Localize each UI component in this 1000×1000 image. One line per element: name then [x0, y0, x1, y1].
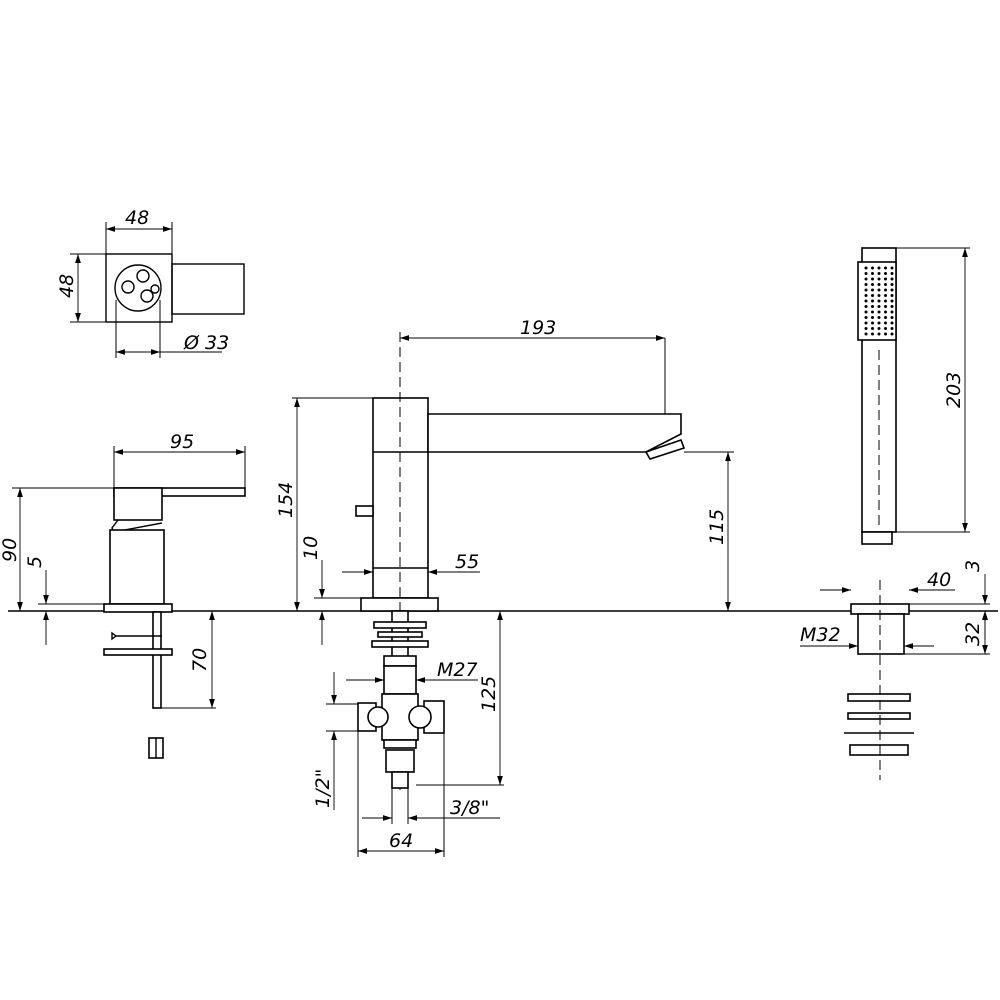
nozzle-dot [890, 310, 894, 314]
nozzle-dot [890, 332, 894, 336]
nozzle-dot [884, 272, 887, 275]
nozzle-dot [871, 332, 874, 336]
nozzle-dot [864, 294, 868, 297]
nozzle-dot [877, 294, 881, 297]
nozzle-dot [864, 266, 868, 270]
nozzle-dot [864, 283, 868, 286]
dim-spout-base: 10 [300, 536, 322, 560]
nozzle-dot [864, 327, 868, 330]
nozzle-dot [864, 299, 868, 303]
nozzle-dot [890, 327, 894, 330]
nozzle-dot [864, 332, 868, 336]
shower-nozzle-dots [864, 266, 894, 336]
handle-top-view: 48 48 Ø 33 [56, 207, 245, 358]
dim-holder-width: 40 [927, 569, 951, 591]
nozzle-dot [890, 277, 894, 281]
nozzle-dot [884, 299, 887, 303]
dim-top-diameter: Ø 33 [183, 332, 229, 354]
hand-shower-view: 203 [857, 247, 970, 545]
dim-holder-rim: 3 [962, 560, 984, 572]
nozzle-dot [884, 266, 887, 270]
nozzle-dot [864, 321, 868, 325]
nozzle-dot [884, 288, 887, 292]
nozzle-dot [864, 277, 868, 281]
nozzle-dot [864, 305, 868, 308]
spout-side-view: 193 154 10 55 115 M27 125 1/2" [275, 317, 734, 857]
nozzle-dot [890, 272, 894, 275]
nozzle-dot [877, 332, 881, 336]
nozzle-dot [890, 283, 894, 286]
dim-top-height: 48 [56, 274, 78, 298]
nozzle-dot [864, 288, 868, 292]
nozzle-dot [864, 272, 868, 275]
nozzle-dot [884, 277, 887, 281]
nozzle-dot [877, 305, 881, 308]
nozzle-dot [871, 327, 874, 330]
dim-lever-reach: 95 [170, 431, 194, 453]
nozzle-dot [877, 299, 881, 303]
dim-inlet-spacing: 64 [389, 830, 413, 852]
shower-holder-view: 40 3 M32 32 [800, 560, 990, 780]
nozzle-dot [871, 316, 874, 319]
nozzle-dot [884, 305, 887, 308]
dim-top-width: 48 [125, 207, 149, 229]
nozzle-dot [871, 266, 874, 270]
nozzle-dot [884, 321, 887, 325]
dim-shower-length: 203 [943, 372, 965, 408]
nozzle-dot [890, 266, 894, 270]
nozzle-dot [890, 321, 894, 325]
nozzle-dot [884, 327, 887, 330]
dim-lever-shank: 70 [189, 648, 211, 672]
nozzle-dot [877, 321, 881, 325]
nozzle-dot [864, 310, 868, 314]
dim-spout-reach: 193 [520, 317, 556, 339]
dim-holder-height: 32 [962, 622, 984, 646]
nozzle-dot [871, 299, 874, 303]
nozzle-dot [877, 316, 881, 319]
nozzle-dot [871, 288, 874, 292]
nozzle-dot [871, 277, 874, 281]
nozzle-dot [877, 272, 881, 275]
nozzle-dot [877, 283, 881, 286]
dim-pipe-length: 125 [478, 676, 500, 712]
nozzle-dot [890, 288, 894, 292]
nozzle-dot [877, 288, 881, 292]
dim-lever-height: 90 [0, 538, 21, 562]
nozzle-dot [871, 321, 874, 325]
nozzle-dot [884, 283, 887, 286]
nozzle-dot [871, 310, 874, 314]
dim-spout-body: 55 [455, 551, 479, 573]
nozzle-dot [884, 332, 887, 336]
nozzle-dot [871, 283, 874, 286]
dim-thread-m27: M27 [437, 659, 478, 681]
nozzle-dot [890, 305, 894, 308]
nozzle-dot [877, 327, 881, 330]
dim-lever-base: 5 [24, 556, 46, 568]
lever-mixer-side-view: 95 90 5 70 [0, 431, 246, 759]
nozzle-dot [864, 316, 868, 319]
nozzle-dot [877, 266, 881, 270]
nozzle-dot [890, 316, 894, 319]
nozzle-dot [884, 316, 887, 319]
dim-spout-outlet: 115 [706, 509, 728, 545]
dim-inlet-three-eighth: 3/8" [450, 797, 489, 819]
nozzle-dot [890, 294, 894, 297]
dim-inlet-half: 1/2" [312, 769, 334, 808]
nozzle-dot [884, 294, 887, 297]
nozzle-dot [871, 294, 874, 297]
nozzle-dot [877, 310, 881, 314]
nozzle-dot [871, 305, 874, 308]
dim-spout-height: 154 [275, 482, 297, 518]
nozzle-dot [871, 272, 874, 275]
nozzle-dot [890, 299, 894, 303]
nozzle-dot [884, 310, 887, 314]
dim-holder-thread: M32 [800, 624, 841, 646]
nozzle-dot [877, 277, 881, 281]
